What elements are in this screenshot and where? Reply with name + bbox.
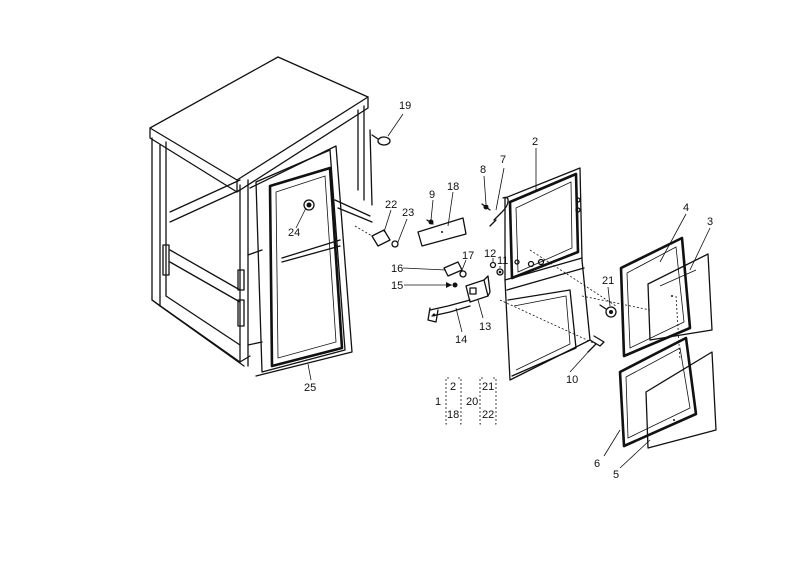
part-15-screw <box>452 282 458 288</box>
label-25: 25 <box>304 382 316 394</box>
part-22-23-latch <box>354 225 399 248</box>
label-kit-20: 20 <box>466 396 478 408</box>
part-4-seal <box>619 236 692 358</box>
label-21: 21 <box>602 275 614 287</box>
part-6-seal <box>618 336 698 448</box>
part-21-hinge <box>599 304 617 318</box>
kit-bracket-1 <box>445 377 462 425</box>
label-kit-1-b: 18 <box>447 409 459 421</box>
label-16: 16 <box>391 263 403 275</box>
label-3: 3 <box>707 216 713 228</box>
label-2: 2 <box>532 136 538 148</box>
label-kit-20-a: 21 <box>482 381 494 393</box>
label-14: 14 <box>455 334 467 346</box>
part-24-knob <box>303 199 315 211</box>
part-19-bolt <box>371 134 391 146</box>
label-13: 13 <box>479 321 491 333</box>
label-9: 9 <box>429 189 435 201</box>
part-16-17-catch <box>443 261 467 278</box>
label-19: 19 <box>399 100 411 112</box>
leader-lines <box>295 113 711 469</box>
label-22: 22 <box>385 199 397 211</box>
label-15: 15 <box>391 280 403 292</box>
part-8-screw <box>481 203 491 211</box>
kit-bracket-20 <box>479 377 497 425</box>
kit-labels: 1 2 18 20 21 22 <box>435 381 494 421</box>
label-17: 17 <box>462 250 474 262</box>
label-7: 7 <box>500 154 506 166</box>
cab-body <box>149 56 373 377</box>
label-8: 8 <box>480 164 486 176</box>
part-3-glass <box>647 253 713 341</box>
part-labels: 19 2 7 8 9 18 22 23 24 12 11 17 16 15 13… <box>288 100 713 481</box>
part-7-handle <box>489 196 509 227</box>
label-kit-1-a: 2 <box>450 381 456 393</box>
part-5-glass <box>645 351 717 449</box>
label-5: 5 <box>613 469 619 481</box>
label-24: 24 <box>288 227 300 239</box>
part-2-door-frame <box>504 167 591 381</box>
part-13-lock <box>465 275 491 303</box>
part-14-rod <box>427 299 471 323</box>
label-6: 6 <box>594 458 600 470</box>
part-18-plate <box>417 217 467 247</box>
label-11: 11 <box>497 255 508 267</box>
part-25-window-seal <box>268 166 344 368</box>
part-9-screw <box>426 219 434 225</box>
label-kit-20-b: 22 <box>482 409 494 421</box>
label-4: 4 <box>683 202 689 214</box>
part-12-11-nuts <box>489 261 504 276</box>
label-10: 10 <box>566 374 578 386</box>
label-23: 23 <box>402 207 414 219</box>
alignment-lines <box>499 249 681 361</box>
label-18: 18 <box>447 181 459 193</box>
label-12: 12 <box>484 248 496 260</box>
label-kit-1: 1 <box>435 396 441 408</box>
